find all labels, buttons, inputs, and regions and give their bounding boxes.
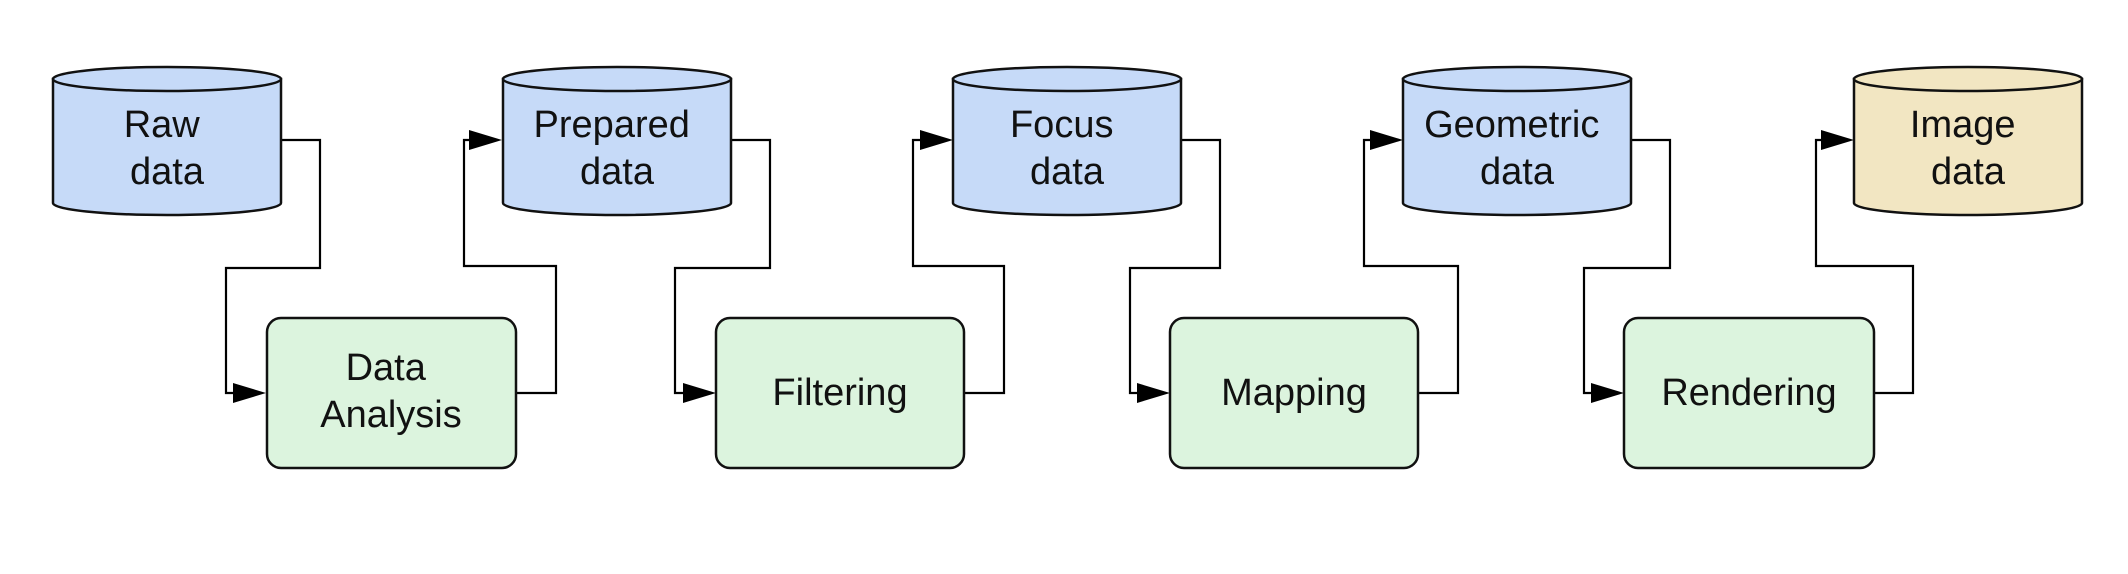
data-stores: Raw data Prepared data Focus data (51, 65, 2084, 217)
arrowhead-image-in (1821, 130, 1854, 150)
raw-data-label: Raw data (124, 104, 211, 193)
connector-prepared-to-filtering (673, 138, 772, 395)
rendering-process: Rendering (1622, 316, 1876, 470)
arrowhead-filtering-in (683, 383, 716, 403)
data-analysis-label: Data Analysis (320, 347, 462, 436)
mapping-process: Mapping (1168, 316, 1420, 470)
data-analysis-box (265, 316, 518, 470)
filtering-label-line-1: Filtering (772, 372, 907, 414)
prepared-data-cylinder-body (501, 77, 733, 217)
connector-focus-to-mapping (1128, 138, 1222, 395)
connector-analysis-to-prepared (462, 138, 558, 395)
raw-data-cylinder-body (51, 77, 283, 217)
rendering-box (1622, 316, 1876, 470)
data-analysis-process: Data Analysis (265, 316, 518, 470)
process-steps: Data Analysis Filtering Mapping Renderin… (265, 316, 1876, 470)
connector-filtering-to-focus (911, 138, 1006, 395)
arrowhead-mapping-in (1137, 383, 1170, 403)
connector-rendering-to-image (1814, 138, 1915, 395)
raw-data-label-line-1: Raw (124, 104, 201, 146)
arrowhead-analysis-in (233, 383, 266, 403)
image-data-label-line-2: data (1931, 151, 2006, 193)
connector-mapping-to-geometric (1362, 138, 1460, 395)
raw-data-store: Raw data (51, 65, 283, 217)
filtering-box (714, 316, 966, 470)
mapping-label: Mapping (1221, 372, 1367, 414)
arrowhead-focus-in (920, 130, 953, 150)
filtering-label: Filtering (772, 372, 907, 414)
geometric-data-label-line-1: Geometric (1424, 104, 1599, 146)
data-analysis-label-line-1: Data (346, 347, 427, 389)
geometric-data-cylinder-body (1401, 77, 1633, 217)
arrowhead-geometric-in (1370, 130, 1403, 150)
arrowhead-rendering-in (1591, 383, 1624, 403)
focus-data-cylinder-body (951, 77, 1183, 217)
focus-data-label-line-1: Focus (1010, 104, 1113, 146)
prepared-data-cylinder-top (501, 65, 733, 93)
image-data-cylinder-body (1852, 77, 2084, 217)
image-data-store: Image data (1852, 65, 2084, 217)
raw-data-cylinder-top (51, 65, 283, 93)
rendering-label-line-1: Rendering (1661, 372, 1836, 414)
geometric-data-label: Geometric data (1424, 104, 1610, 193)
mapping-box (1168, 316, 1420, 470)
image-data-cylinder-top (1852, 65, 2084, 93)
image-data-label: Image data (1910, 104, 2026, 193)
data-analysis-label-line-2: Analysis (320, 394, 462, 436)
prepared-data-label-line-1: Prepared (534, 104, 690, 146)
focus-data-cylinder-top (951, 65, 1183, 93)
geometric-data-store: Geometric data (1401, 65, 1633, 217)
prepared-data-store: Prepared data (501, 65, 733, 217)
focus-data-store: Focus data (951, 65, 1183, 217)
connectors (224, 130, 1915, 403)
focus-data-label: Focus data (1010, 104, 1124, 193)
geometric-data-cylinder-top (1401, 65, 1633, 93)
mapping-label-line-1: Mapping (1221, 372, 1367, 414)
arrowhead-prepared-in (469, 130, 502, 150)
connector-geometric-to-rendering (1582, 138, 1672, 395)
raw-data-label-line-2: data (130, 151, 205, 193)
image-data-label-line-1: Image (1910, 104, 2016, 146)
rendering-label: Rendering (1661, 372, 1836, 414)
prepared-data-label-line-2: data (580, 151, 655, 193)
prepared-data-label: Prepared data (534, 104, 701, 193)
filtering-process: Filtering (714, 316, 966, 470)
focus-data-label-line-2: data (1030, 151, 1105, 193)
connector-raw-to-analysis (224, 138, 322, 395)
geometric-data-label-line-2: data (1480, 151, 1555, 193)
